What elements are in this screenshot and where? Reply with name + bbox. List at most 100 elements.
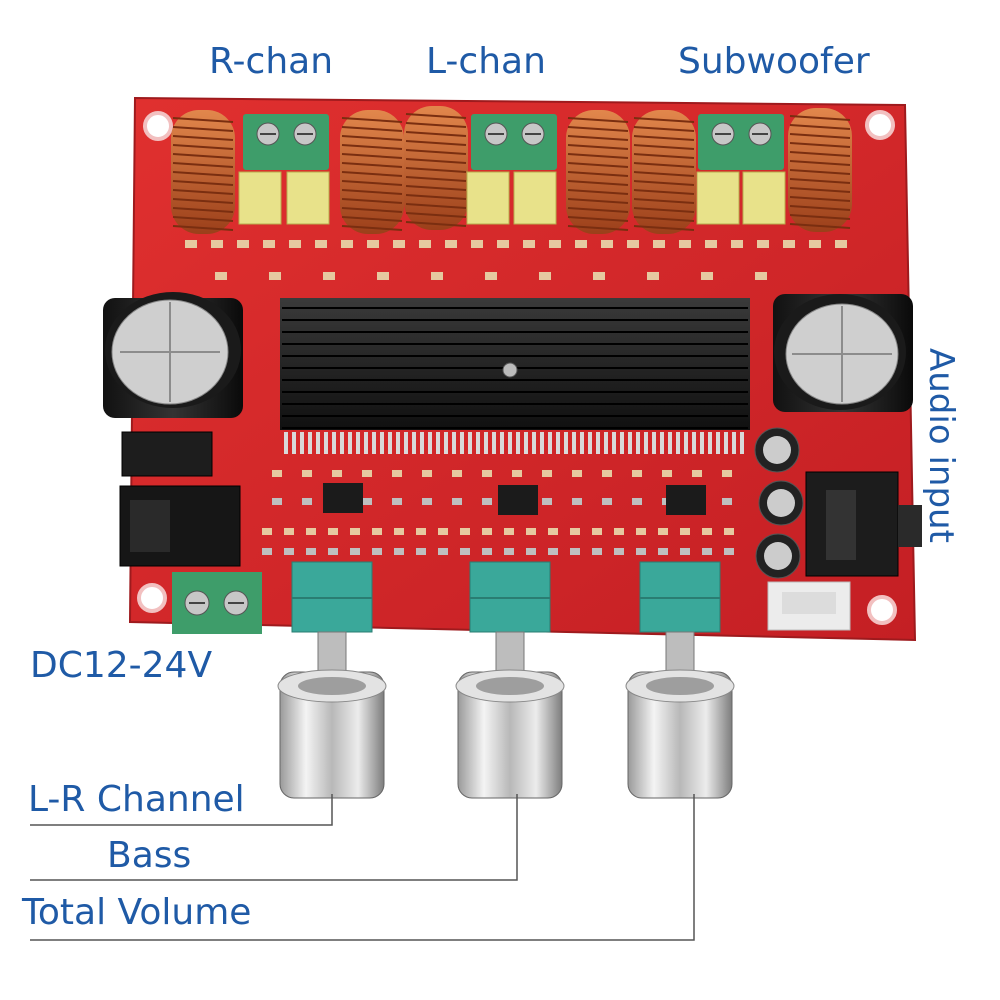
smd-part: [835, 240, 847, 248]
ic-pin: [316, 432, 320, 454]
smd-part: [328, 528, 338, 535]
ic-pin: [420, 432, 424, 454]
coil: [566, 110, 630, 234]
smd-part: [272, 470, 282, 477]
smd-part: [627, 240, 639, 248]
smd-part: [722, 470, 732, 477]
smd-part: [263, 240, 275, 248]
ic-pin: [500, 432, 504, 454]
smd-part: [632, 470, 642, 477]
knob-cap: [298, 677, 366, 695]
smd-part: [323, 272, 335, 280]
smd-part: [722, 498, 732, 505]
smd-part: [460, 528, 470, 535]
ic-pin: [444, 432, 448, 454]
smd-part: [724, 548, 734, 555]
ic-pin: [708, 432, 712, 454]
ic-pin: [484, 432, 488, 454]
smd-part: [350, 528, 360, 535]
label-subwoofer: Subwoofer: [678, 41, 870, 82]
smd-part: [306, 548, 316, 555]
ic-pin: [716, 432, 720, 454]
smd-part: [757, 240, 769, 248]
smd-part: [602, 498, 612, 505]
ic-pin: [668, 432, 672, 454]
smd-part: [215, 272, 227, 280]
smd-part: [438, 548, 448, 555]
label-power: DC12-24V: [30, 645, 213, 686]
heatsink: [280, 298, 750, 430]
smd-part: [372, 548, 382, 555]
smd-part: [539, 272, 551, 280]
ic-pin: [620, 432, 624, 454]
ic-pin: [676, 432, 680, 454]
smd-part: [422, 498, 432, 505]
smd-part: [419, 240, 431, 248]
ic-pin: [652, 432, 656, 454]
label-r-chan: R-chan: [209, 41, 334, 82]
ic-pin: [476, 432, 480, 454]
white-connector: [767, 581, 851, 631]
ic-pin: [532, 432, 536, 454]
ic-pin: [700, 432, 704, 454]
output-terminals: [243, 114, 784, 170]
coil: [788, 108, 852, 232]
inductor-coils: [171, 106, 852, 234]
coil: [404, 106, 468, 230]
ic-pin: [412, 432, 416, 454]
ic-pin: [356, 432, 360, 454]
ic-pin: [348, 432, 352, 454]
coil: [340, 110, 404, 234]
smd-part: [653, 240, 665, 248]
smd-part: [548, 548, 558, 555]
smd-part: [504, 548, 514, 555]
smd-part: [614, 528, 624, 535]
ic-pin: [588, 432, 592, 454]
smd-part: [262, 548, 272, 555]
knob-cap: [646, 677, 714, 695]
smd-part: [647, 272, 659, 280]
label-l-chan: L-chan: [426, 41, 546, 82]
smd-part: [431, 272, 443, 280]
ic-pin: [604, 432, 608, 454]
ic-pin: [340, 432, 344, 454]
smd-part: [315, 240, 327, 248]
label-bass: Bass: [107, 835, 192, 876]
smd-part: [367, 240, 379, 248]
smd-part: [485, 272, 497, 280]
smd-part: [284, 528, 294, 535]
ic-pin: [292, 432, 296, 454]
ic-pin: [324, 432, 328, 454]
smd-part: [269, 272, 281, 280]
smd-part: [602, 470, 612, 477]
ic-pin: [404, 432, 408, 454]
smd-part: [542, 498, 552, 505]
ic-pin: [516, 432, 520, 454]
smd-part: [211, 240, 223, 248]
coil: [171, 110, 235, 234]
terminal-l-chan: [471, 114, 557, 170]
smd-part: [570, 528, 580, 535]
knob-cap: [476, 677, 544, 695]
smd-part: [632, 498, 642, 505]
smd-part: [302, 498, 312, 505]
ic-pin: [452, 432, 456, 454]
smd-part: [692, 470, 702, 477]
smd-part: [394, 528, 404, 535]
ic-pin: [692, 432, 696, 454]
smd-part: [452, 470, 462, 477]
smd-part: [302, 470, 312, 477]
smd-part: [289, 240, 301, 248]
smd-part: [680, 528, 690, 535]
ic-pin: [732, 432, 736, 454]
smd-part: [262, 528, 272, 535]
terminal-subwoofer: [698, 114, 784, 170]
coil: [632, 110, 696, 234]
ic-pin: [596, 432, 600, 454]
smd-part: [377, 272, 389, 280]
ic-pin: [740, 432, 744, 454]
ic-pin: [332, 432, 336, 454]
smd-part: [416, 528, 426, 535]
power-terminal: [172, 572, 262, 634]
